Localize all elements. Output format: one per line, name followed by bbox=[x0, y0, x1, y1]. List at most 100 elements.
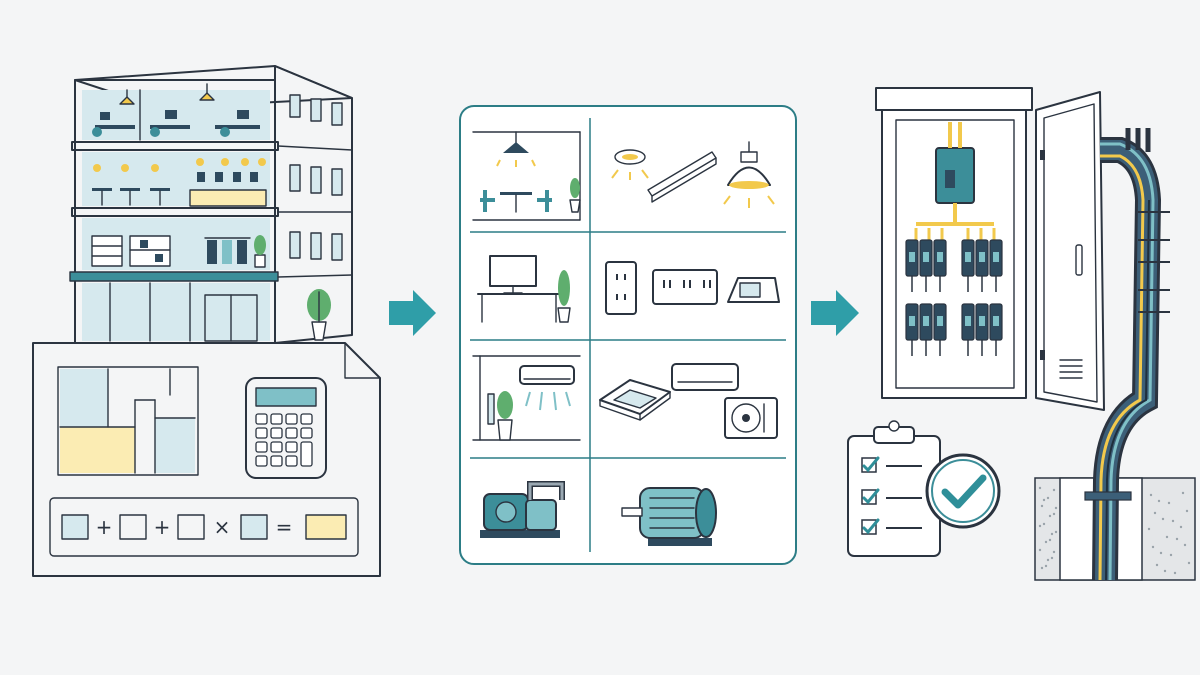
soil-dot bbox=[1173, 571, 1177, 575]
floor-outlet-icon bbox=[727, 277, 780, 303]
calculator-key bbox=[285, 455, 298, 467]
soil-dot bbox=[1050, 556, 1054, 560]
monitor-icon bbox=[477, 255, 571, 323]
breaker-toggle bbox=[937, 316, 943, 326]
breaker-toggle bbox=[909, 252, 915, 262]
soil-dot bbox=[1054, 530, 1058, 534]
soil-dot bbox=[1163, 569, 1167, 573]
calculator-key bbox=[255, 441, 268, 453]
plan-document: + + × = bbox=[32, 342, 381, 577]
ceiling-cassette-icon bbox=[599, 379, 671, 421]
soil-dot bbox=[1153, 511, 1157, 515]
soil-dot bbox=[1179, 525, 1183, 529]
breaker-toggle bbox=[937, 252, 943, 262]
checklist-clipboard-icon bbox=[847, 420, 941, 557]
check-mark bbox=[862, 518, 880, 535]
soil-dot bbox=[1175, 537, 1179, 541]
cable-tray-icon bbox=[1034, 128, 1196, 581]
wall-ac-icon bbox=[472, 355, 581, 441]
breaker-toggle bbox=[993, 252, 999, 262]
breaker-toggle bbox=[923, 316, 929, 326]
retail-shelves bbox=[91, 235, 251, 267]
plus-operator: + bbox=[154, 515, 171, 539]
building-plant-small bbox=[254, 235, 266, 268]
soil-dot bbox=[1151, 545, 1155, 549]
side-windows bbox=[289, 94, 343, 261]
calculator-key bbox=[270, 455, 283, 467]
soil-dot bbox=[1038, 486, 1042, 490]
equipment-panel bbox=[459, 105, 797, 565]
calculator-key bbox=[300, 413, 313, 425]
breaker-toggle bbox=[909, 316, 915, 326]
breaker-toggle bbox=[979, 316, 985, 326]
soil-dot bbox=[1187, 561, 1191, 565]
calculator-icon bbox=[245, 377, 327, 479]
downlight-icon bbox=[611, 149, 649, 180]
soil-dot bbox=[1046, 496, 1050, 500]
soil-dot bbox=[1040, 566, 1044, 570]
soil-dot bbox=[1038, 548, 1042, 552]
calculator-key bbox=[300, 441, 313, 467]
breaker-toggle bbox=[965, 252, 971, 262]
soil-dot bbox=[1169, 553, 1173, 557]
wall-outlet-icon bbox=[605, 261, 637, 315]
calculator-key bbox=[285, 413, 298, 425]
breaker-toggle bbox=[979, 252, 985, 262]
soil-dot bbox=[1042, 498, 1046, 502]
calculator-key bbox=[270, 427, 283, 439]
soil-dot bbox=[1044, 540, 1048, 544]
check-mark bbox=[862, 456, 880, 473]
soil-dot bbox=[1171, 519, 1175, 523]
breaker-toggle bbox=[923, 252, 929, 262]
vent-slots bbox=[1059, 359, 1083, 379]
calculator-key bbox=[255, 455, 268, 467]
floor-plan-icon bbox=[57, 366, 199, 476]
distribution-panel-icon bbox=[875, 87, 1105, 411]
soil-dot bbox=[1149, 493, 1153, 497]
soil-dot bbox=[1161, 517, 1165, 521]
soil-dot bbox=[1040, 504, 1044, 508]
power-strip-icon bbox=[652, 269, 718, 305]
times-operator: × bbox=[214, 515, 231, 539]
breaker-toggle bbox=[993, 316, 999, 326]
wall-ac-unit-icon bbox=[671, 363, 739, 391]
soil-dot bbox=[1157, 499, 1161, 503]
cafe-lamps bbox=[93, 158, 266, 172]
soil-dot bbox=[1052, 488, 1056, 492]
plus-operator: + bbox=[96, 515, 113, 539]
soil-dot bbox=[1165, 535, 1169, 539]
soil-dot bbox=[1183, 543, 1187, 547]
soil-dot bbox=[1050, 532, 1054, 536]
top-floor-lamps bbox=[119, 83, 215, 105]
soil-dot bbox=[1048, 514, 1052, 518]
motor-icon bbox=[621, 487, 717, 546]
calculator-key bbox=[255, 427, 268, 439]
checkmark-icon bbox=[925, 453, 1001, 529]
soil-dot bbox=[1054, 506, 1058, 510]
soil-dot bbox=[1181, 491, 1185, 495]
soil-dot bbox=[1147, 527, 1151, 531]
soil-dot bbox=[1155, 563, 1159, 567]
check-mark bbox=[862, 488, 880, 505]
outdoor-unit-icon bbox=[724, 397, 778, 439]
calculator-key bbox=[300, 427, 313, 439]
soil-dot bbox=[1048, 538, 1052, 542]
soil-dot bbox=[1185, 509, 1189, 513]
equals-operator: = bbox=[276, 515, 293, 539]
linear-light-icon bbox=[647, 151, 717, 203]
breaker-toggle bbox=[965, 316, 971, 326]
soil-dot bbox=[1167, 501, 1171, 505]
arrow-right-icon bbox=[811, 290, 859, 336]
soil-dot bbox=[1052, 550, 1056, 554]
calculator-key bbox=[270, 441, 283, 453]
soil-dot bbox=[1044, 564, 1048, 568]
calculator-key bbox=[270, 413, 283, 425]
outdoor-plant bbox=[307, 289, 331, 341]
soil-dot bbox=[1052, 512, 1056, 516]
arrow-right-icon bbox=[389, 290, 436, 336]
calculator-key bbox=[285, 441, 298, 453]
soil-dot bbox=[1038, 524, 1042, 528]
soil-dot bbox=[1046, 558, 1050, 562]
calculator-key bbox=[285, 427, 298, 439]
